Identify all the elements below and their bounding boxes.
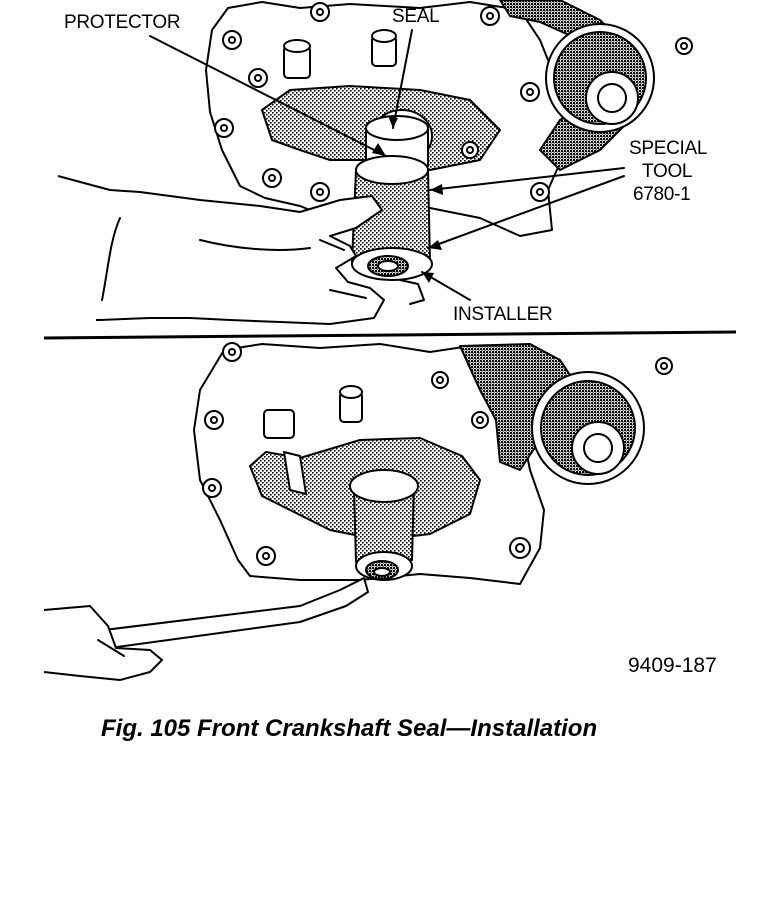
ratchet-handle [103, 577, 369, 649]
seal-leader [392, 29, 413, 129]
figure-code: 9409-187 [628, 654, 717, 677]
panel-divider [43, 330, 737, 340]
special-tool-leader-1 [429, 167, 625, 191]
bottom-panel-illustration [43, 342, 673, 681]
figure-caption: Fig. 105 Front Crankshaft Seal—Installat… [101, 715, 597, 742]
crank-sprocket-lower [531, 371, 645, 485]
installer-tool [351, 155, 433, 281]
special-tool-label-line2: TOOL [642, 161, 692, 182]
special-tool-label-line3: 6780-1 [633, 184, 690, 205]
crank-sprocket [545, 23, 655, 133]
special-tool-leader-2 [427, 175, 625, 249]
cover-bolts-lower [202, 342, 673, 566]
special-tool-label-line1: SPECIAL [629, 138, 707, 159]
installer-label: INSTALLER [453, 304, 552, 325]
protector-label: PROTECTOR [64, 12, 180, 33]
seal-label: SEAL [392, 6, 439, 27]
protector-leader [149, 35, 387, 157]
callout-leaders [149, 29, 625, 301]
hand [57, 175, 385, 325]
installer-tool-lower [349, 469, 419, 581]
cover-bolts [214, 2, 693, 202]
top-panel-illustration [57, 0, 693, 325]
